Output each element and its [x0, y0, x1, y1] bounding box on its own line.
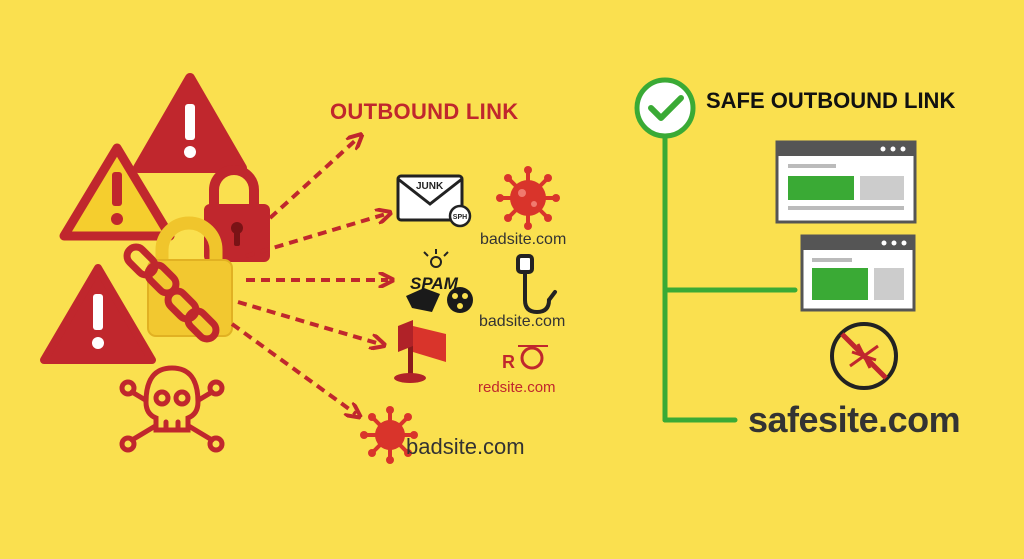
browser-window-icon	[775, 140, 917, 224]
red-flag-icon	[394, 320, 446, 383]
safe-tree-lines	[662, 133, 798, 423]
warning-icon	[59, 143, 175, 241]
warning-icon	[40, 264, 156, 364]
no-threat-icon	[830, 322, 898, 390]
skull-crossbones-icon	[119, 365, 225, 453]
safesite-label: safesite.com	[748, 399, 961, 440]
svg-text:SPH: SPH	[453, 214, 467, 221]
badsite-label: badsite.com	[479, 313, 566, 330]
svg-text:R: R	[502, 352, 515, 372]
warning-icon	[133, 73, 247, 173]
junk-label: JUNK	[416, 181, 444, 192]
browser-window-icon	[800, 234, 916, 312]
fishing-hook-icon	[516, 254, 557, 315]
checkmark-icon	[634, 77, 696, 139]
badsite-label: badsite.com	[480, 231, 567, 248]
outbound-link-label: OUTBOUND LINK	[330, 99, 519, 124]
virus-icon	[360, 406, 418, 464]
outbound-arrows	[230, 138, 388, 414]
redsite-label: redsite.com	[478, 379, 556, 396]
redsite-logo-icon: R	[502, 345, 548, 372]
virus-icon	[496, 166, 560, 230]
badsite-label: badsite.com	[406, 434, 525, 459]
junk-mail-icon: SPH	[396, 174, 472, 228]
safe-outbound-link-label: SAFE OUTBOUND LINK	[706, 88, 956, 113]
spam-label: SPAM	[410, 274, 458, 293]
broken-chain-icon	[123, 243, 220, 343]
spam-icon	[406, 249, 473, 313]
